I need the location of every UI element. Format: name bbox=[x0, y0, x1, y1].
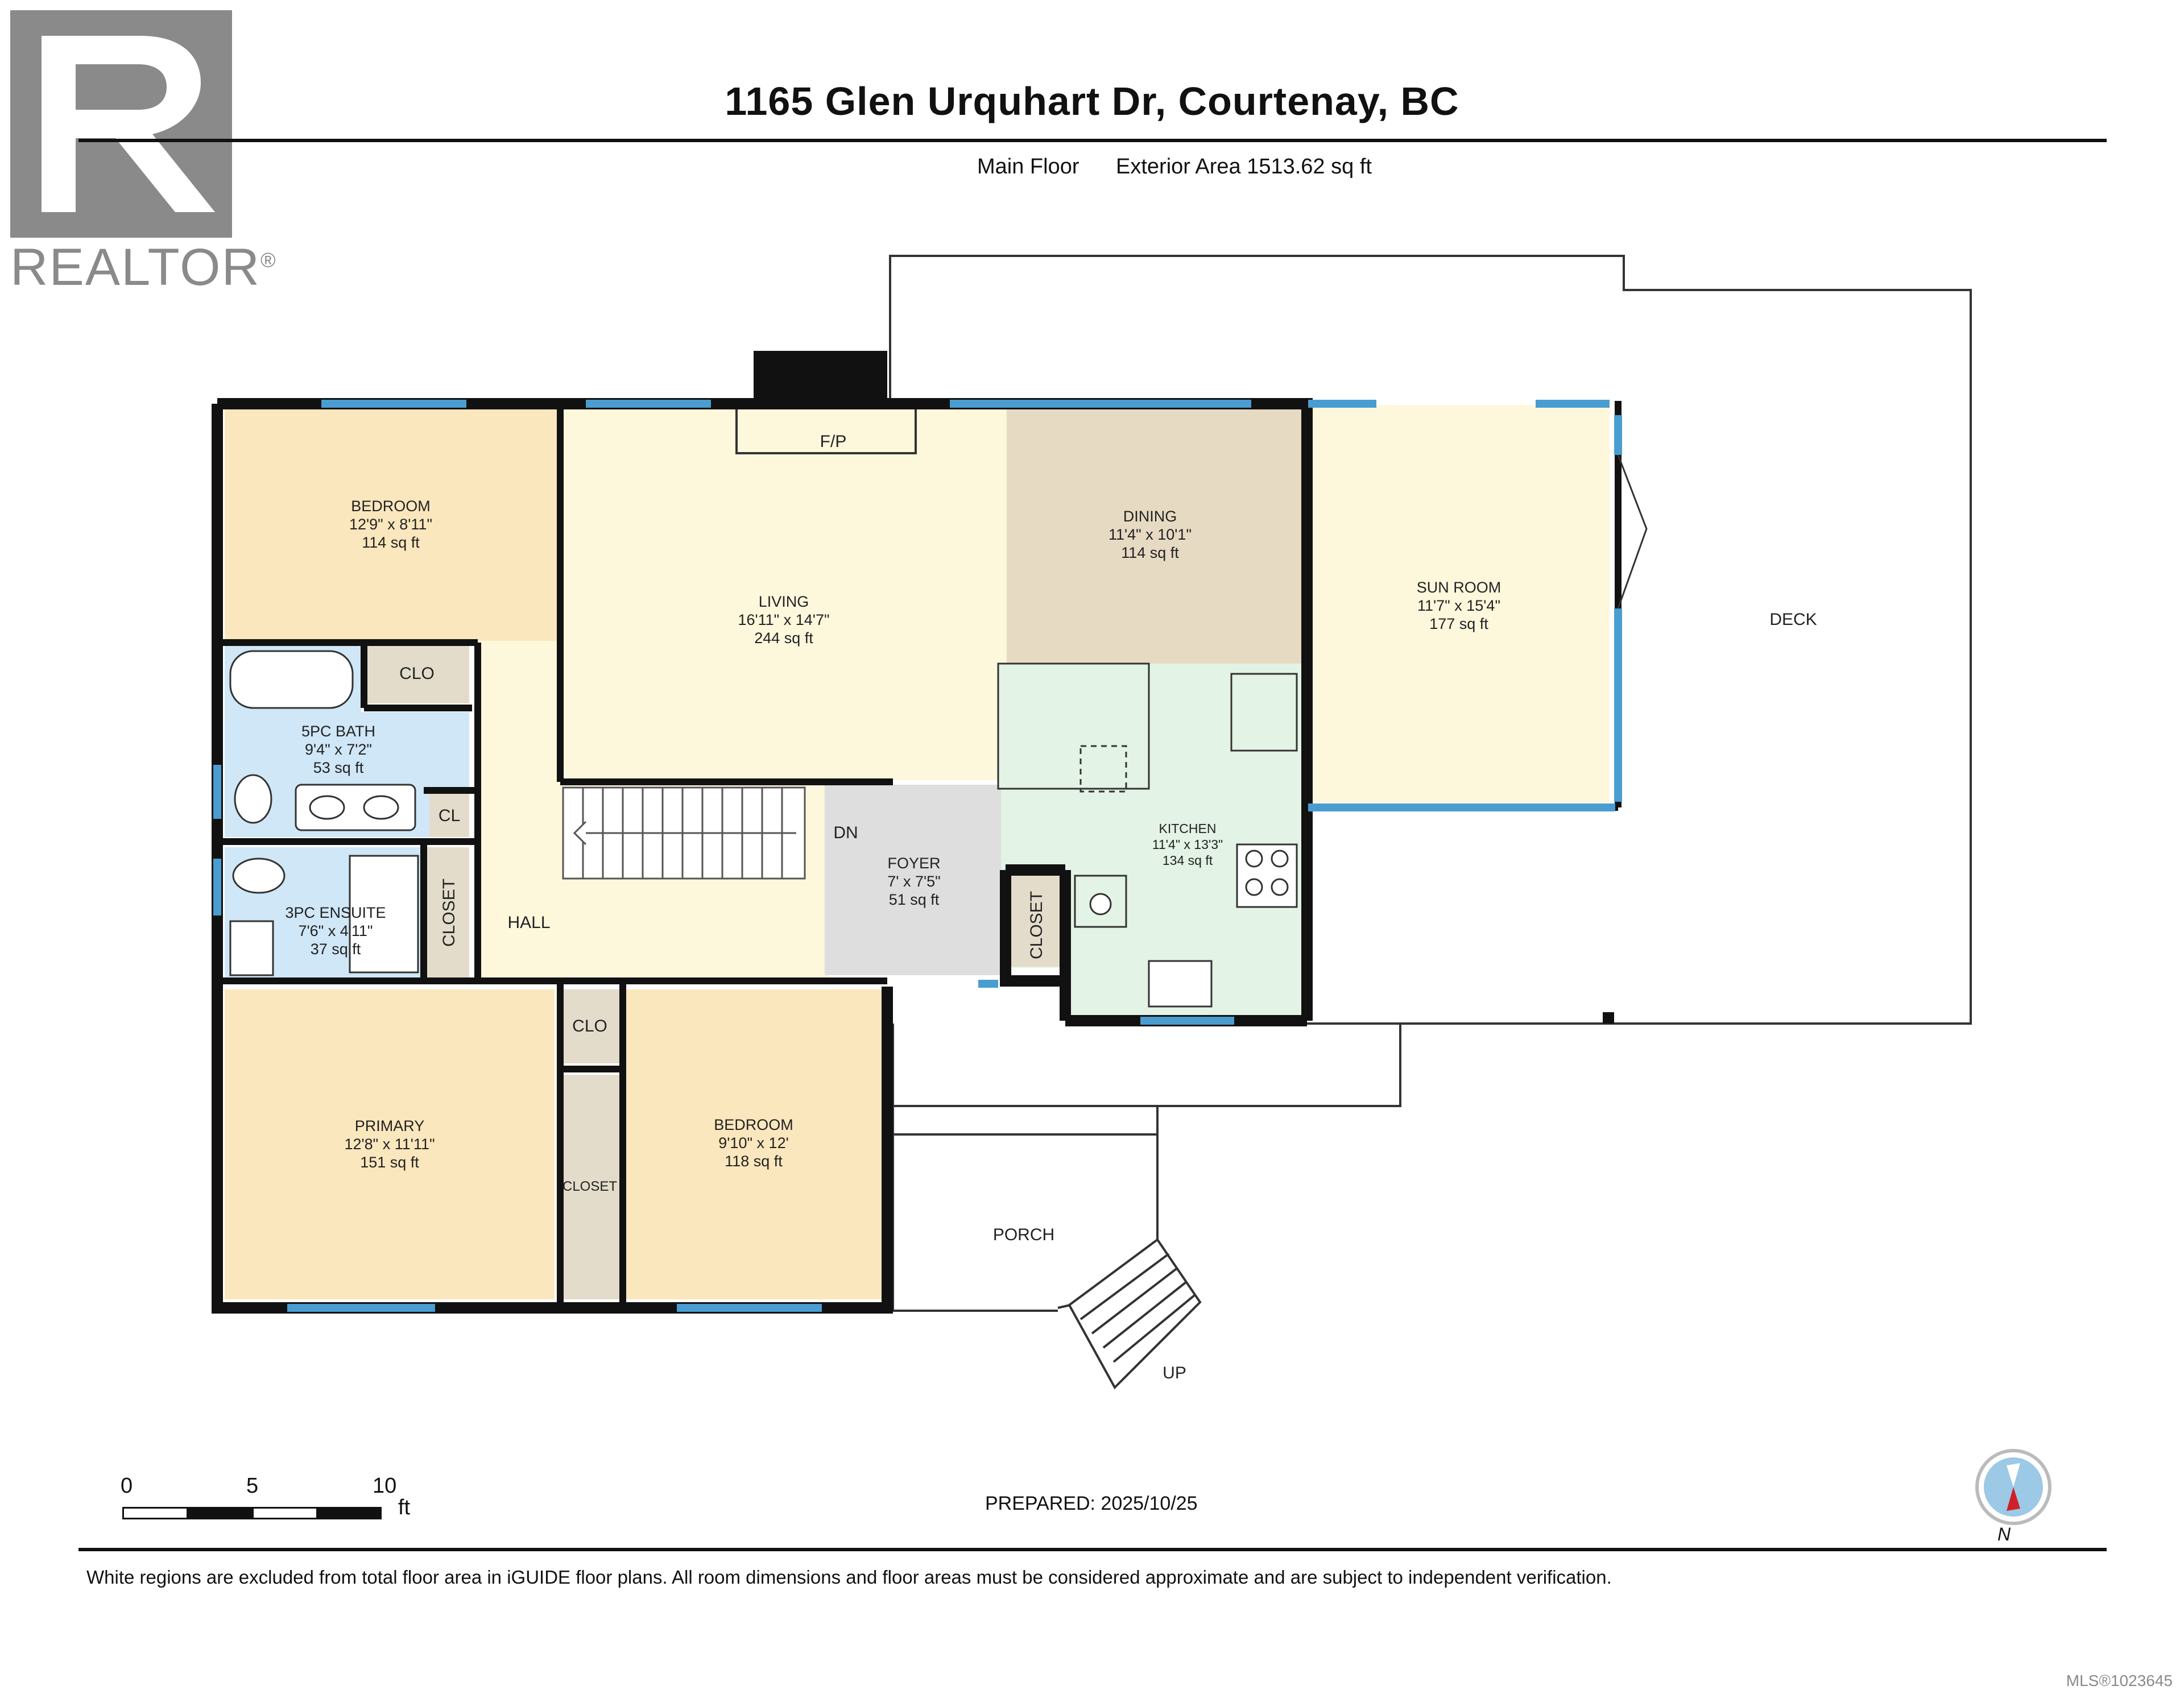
label-cl: CL bbox=[438, 806, 461, 825]
scale-tick-10: 10 bbox=[373, 1474, 397, 1498]
porch-outline bbox=[1057, 1022, 1401, 1309]
deck-outline bbox=[889, 255, 1972, 1025]
mls-number: MLS®1023645 bbox=[2066, 1672, 2173, 1689]
windows bbox=[213, 400, 1622, 1312]
clo-2-fill bbox=[563, 989, 620, 1063]
scale-tick-5: 5 bbox=[246, 1474, 259, 1498]
label-closet-2: CLOSET bbox=[562, 1179, 618, 1194]
compass-north-label: N bbox=[1997, 1524, 2011, 1544]
compass: N bbox=[1974, 1447, 2053, 1544]
compass-icon bbox=[1975, 1449, 2051, 1525]
label-closet-3: CLOSET bbox=[1027, 890, 1046, 960]
fireplace-hearth bbox=[735, 407, 917, 454]
foyer-fill bbox=[825, 785, 1007, 975]
sunroom-fill bbox=[1308, 405, 1610, 803]
label-clo-2: CLO bbox=[572, 1017, 607, 1035]
label-deck: DECK bbox=[1769, 610, 1817, 629]
porch-steps bbox=[1068, 1238, 1202, 1390]
page-title: 1165 Glen Urquhart Dr, Courtenay, BC bbox=[725, 79, 1459, 123]
cl-fill bbox=[429, 793, 469, 837]
exterior-area: Exterior Area 1513.62 sq ft bbox=[1116, 155, 1372, 179]
label-clo-1: CLO bbox=[399, 664, 435, 683]
closet-2-fill bbox=[563, 1075, 620, 1299]
sunroom-door bbox=[1617, 454, 1648, 609]
prepared-date: PREPARED: 2025/10/25 bbox=[985, 1493, 1198, 1514]
dining-fill bbox=[1007, 405, 1302, 664]
bedroom-1-fill bbox=[225, 405, 557, 641]
realtor-logo-mark bbox=[10, 10, 232, 238]
header-rule bbox=[78, 139, 2107, 142]
label-stairs-up: UP bbox=[1163, 1364, 1186, 1382]
label-fireplace: F/P bbox=[820, 432, 847, 451]
label-porch: PORCH bbox=[992, 1225, 1055, 1244]
realtor-logo bbox=[10, 10, 232, 238]
floor-name: Main Floor bbox=[977, 155, 1079, 179]
label-hall: HALL bbox=[507, 913, 551, 932]
bath-fixtures bbox=[229, 650, 419, 976]
label-stairs-down: DN bbox=[833, 823, 858, 842]
bedroom-2-fill bbox=[626, 989, 882, 1299]
footer-disclaimer: White regions are excluded from total fl… bbox=[86, 1567, 1612, 1588]
living-fill bbox=[563, 405, 1007, 780]
kitchen-fixtures bbox=[997, 662, 1298, 1008]
interior-stairs bbox=[562, 786, 806, 880]
scale-unit: ft bbox=[398, 1496, 411, 1519]
realtor-logo-word: REALTOR® bbox=[10, 238, 277, 296]
closet-1-fill bbox=[427, 847, 469, 978]
footer-rule bbox=[78, 1548, 2107, 1551]
closet-3-fill bbox=[1010, 870, 1066, 967]
primary-fill bbox=[225, 989, 555, 1299]
scale-tick-0: 0 bbox=[121, 1474, 133, 1498]
porch-outline-left bbox=[892, 1024, 1058, 1312]
label-closet-1: CLOSET bbox=[440, 878, 458, 947]
clo-1-fill bbox=[361, 641, 469, 703]
deck-post bbox=[1603, 1012, 1614, 1024]
